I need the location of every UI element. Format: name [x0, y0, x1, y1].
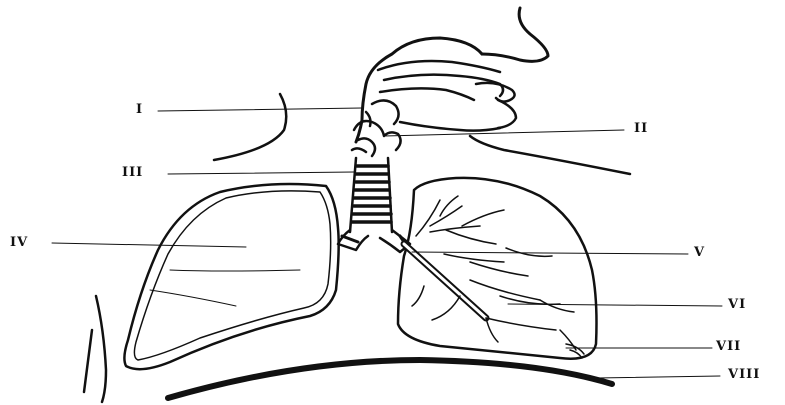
leader-IV — [52, 243, 246, 247]
pleura — [566, 344, 584, 358]
label-I: I — [136, 103, 143, 116]
leader-III — [168, 172, 354, 174]
diaphragm — [168, 360, 612, 398]
leader-II — [384, 130, 624, 136]
neck-and-shoulders — [214, 94, 630, 174]
label-V: V — [694, 246, 705, 259]
leader-VIII — [596, 376, 720, 378]
oral-cavity — [366, 100, 500, 130]
leader-VI — [508, 304, 722, 306]
label-II: II — [634, 122, 648, 135]
bronchial-tree — [404, 196, 576, 350]
label-III: III — [122, 166, 143, 179]
trachea — [350, 158, 392, 232]
label-IV: IV — [10, 236, 28, 249]
label-VI: VI — [728, 298, 746, 311]
leader-I — [158, 108, 362, 111]
torso-side — [84, 296, 106, 402]
left-lung — [124, 184, 338, 369]
bronchi — [338, 230, 410, 252]
label-VII: VII — [716, 340, 741, 353]
label-VIII: VIII — [728, 368, 760, 381]
leader-V — [412, 252, 688, 254]
